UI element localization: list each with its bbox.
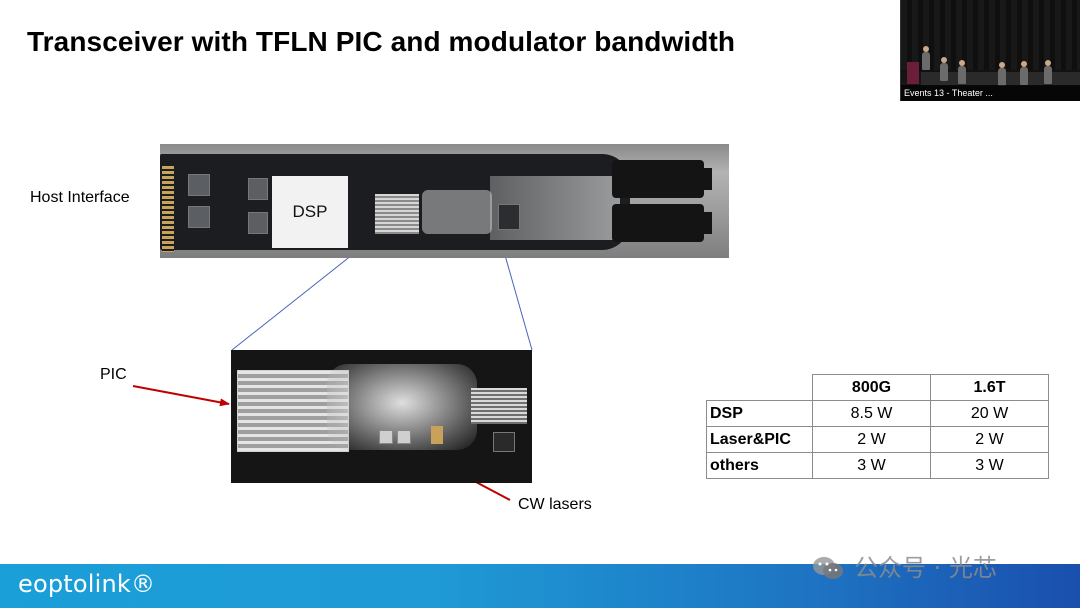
cell-1-6t: 3 W xyxy=(930,452,1049,479)
webcam-person-head xyxy=(923,46,929,52)
table-header-row: 800G 1.6T xyxy=(706,374,1049,401)
cell-800g: 2 W xyxy=(812,426,931,453)
laser-chip xyxy=(379,430,393,444)
webcam-caption: Events 13 - Theater ... xyxy=(901,85,1080,101)
laser-chip xyxy=(397,430,411,444)
webcam-person xyxy=(1044,66,1052,84)
gold-pad xyxy=(431,426,443,444)
component xyxy=(188,174,210,196)
row-label: others xyxy=(706,452,813,479)
optical-connector xyxy=(612,204,712,242)
webcam-person xyxy=(940,63,948,81)
component xyxy=(188,206,210,228)
power-table: 800G 1.6T DSP 8.5 W 20 W Laser&PIC 2 W 2… xyxy=(706,374,1049,479)
webcam-video-inset: Events 13 - Theater ... xyxy=(900,0,1080,101)
table-header-cell: 800G xyxy=(812,374,931,401)
webcam-curtain xyxy=(901,0,1080,70)
webcam-person-head xyxy=(1045,60,1051,66)
pic-fiber-array xyxy=(471,388,527,424)
eoptolink-logo: eoptolink® xyxy=(18,570,156,598)
host-interface-label: Host Interface xyxy=(30,189,130,206)
table-header-cell xyxy=(706,374,813,401)
slide-title: Transceiver with TFLN PIC and modulator … xyxy=(27,26,736,57)
component xyxy=(493,432,515,452)
row-label: Laser&PIC xyxy=(706,426,813,453)
pic-arrow xyxy=(132,385,230,407)
webcam-person xyxy=(922,52,930,70)
pic-heatsink xyxy=(375,194,419,234)
cw-lasers-label: CW lasers xyxy=(518,496,592,513)
component xyxy=(248,178,268,200)
webcam-person-head xyxy=(1021,61,1027,67)
pcb-board: DSP xyxy=(160,154,630,252)
zoom-line-left xyxy=(231,254,353,351)
table-row: Laser&PIC 2 W 2 W xyxy=(706,426,1049,453)
component xyxy=(498,204,520,230)
table-row: DSP 8.5 W 20 W xyxy=(706,400,1049,427)
transceiver-module-photo: DSP xyxy=(160,144,729,258)
wechat-icon xyxy=(813,557,843,579)
cell-1-6t: 2 W xyxy=(930,426,1049,453)
pic-label: PIC xyxy=(100,366,127,383)
watermark-text: 公众号 · 光芯 xyxy=(854,554,997,582)
fiber-glass-block xyxy=(422,190,492,234)
webcam-person-head xyxy=(941,57,947,63)
webcam-person-head xyxy=(959,60,965,66)
component xyxy=(248,212,268,234)
webcam-person xyxy=(1020,67,1028,85)
dsp-chip: DSP xyxy=(272,176,348,248)
webcam-person-head xyxy=(999,62,1005,68)
webcam-person xyxy=(958,66,966,84)
footer-bar: eoptolink® xyxy=(0,564,1080,608)
cell-800g: 3 W xyxy=(812,452,931,479)
table-header-cell: 1.6T xyxy=(930,374,1049,401)
wechat-watermark: 公众号 · 光芯 xyxy=(812,548,997,583)
cell-1-6t: 20 W xyxy=(930,400,1049,427)
row-label: DSP xyxy=(706,400,813,427)
webcam-banner xyxy=(907,62,919,84)
pic-closeup-photo xyxy=(231,350,532,483)
table-row: others 3 W 3 W xyxy=(706,452,1049,479)
optical-connector xyxy=(612,160,712,198)
webcam-person xyxy=(998,68,1006,86)
edge-connector-fingers xyxy=(162,166,174,252)
cell-800g: 8.5 W xyxy=(812,400,931,427)
